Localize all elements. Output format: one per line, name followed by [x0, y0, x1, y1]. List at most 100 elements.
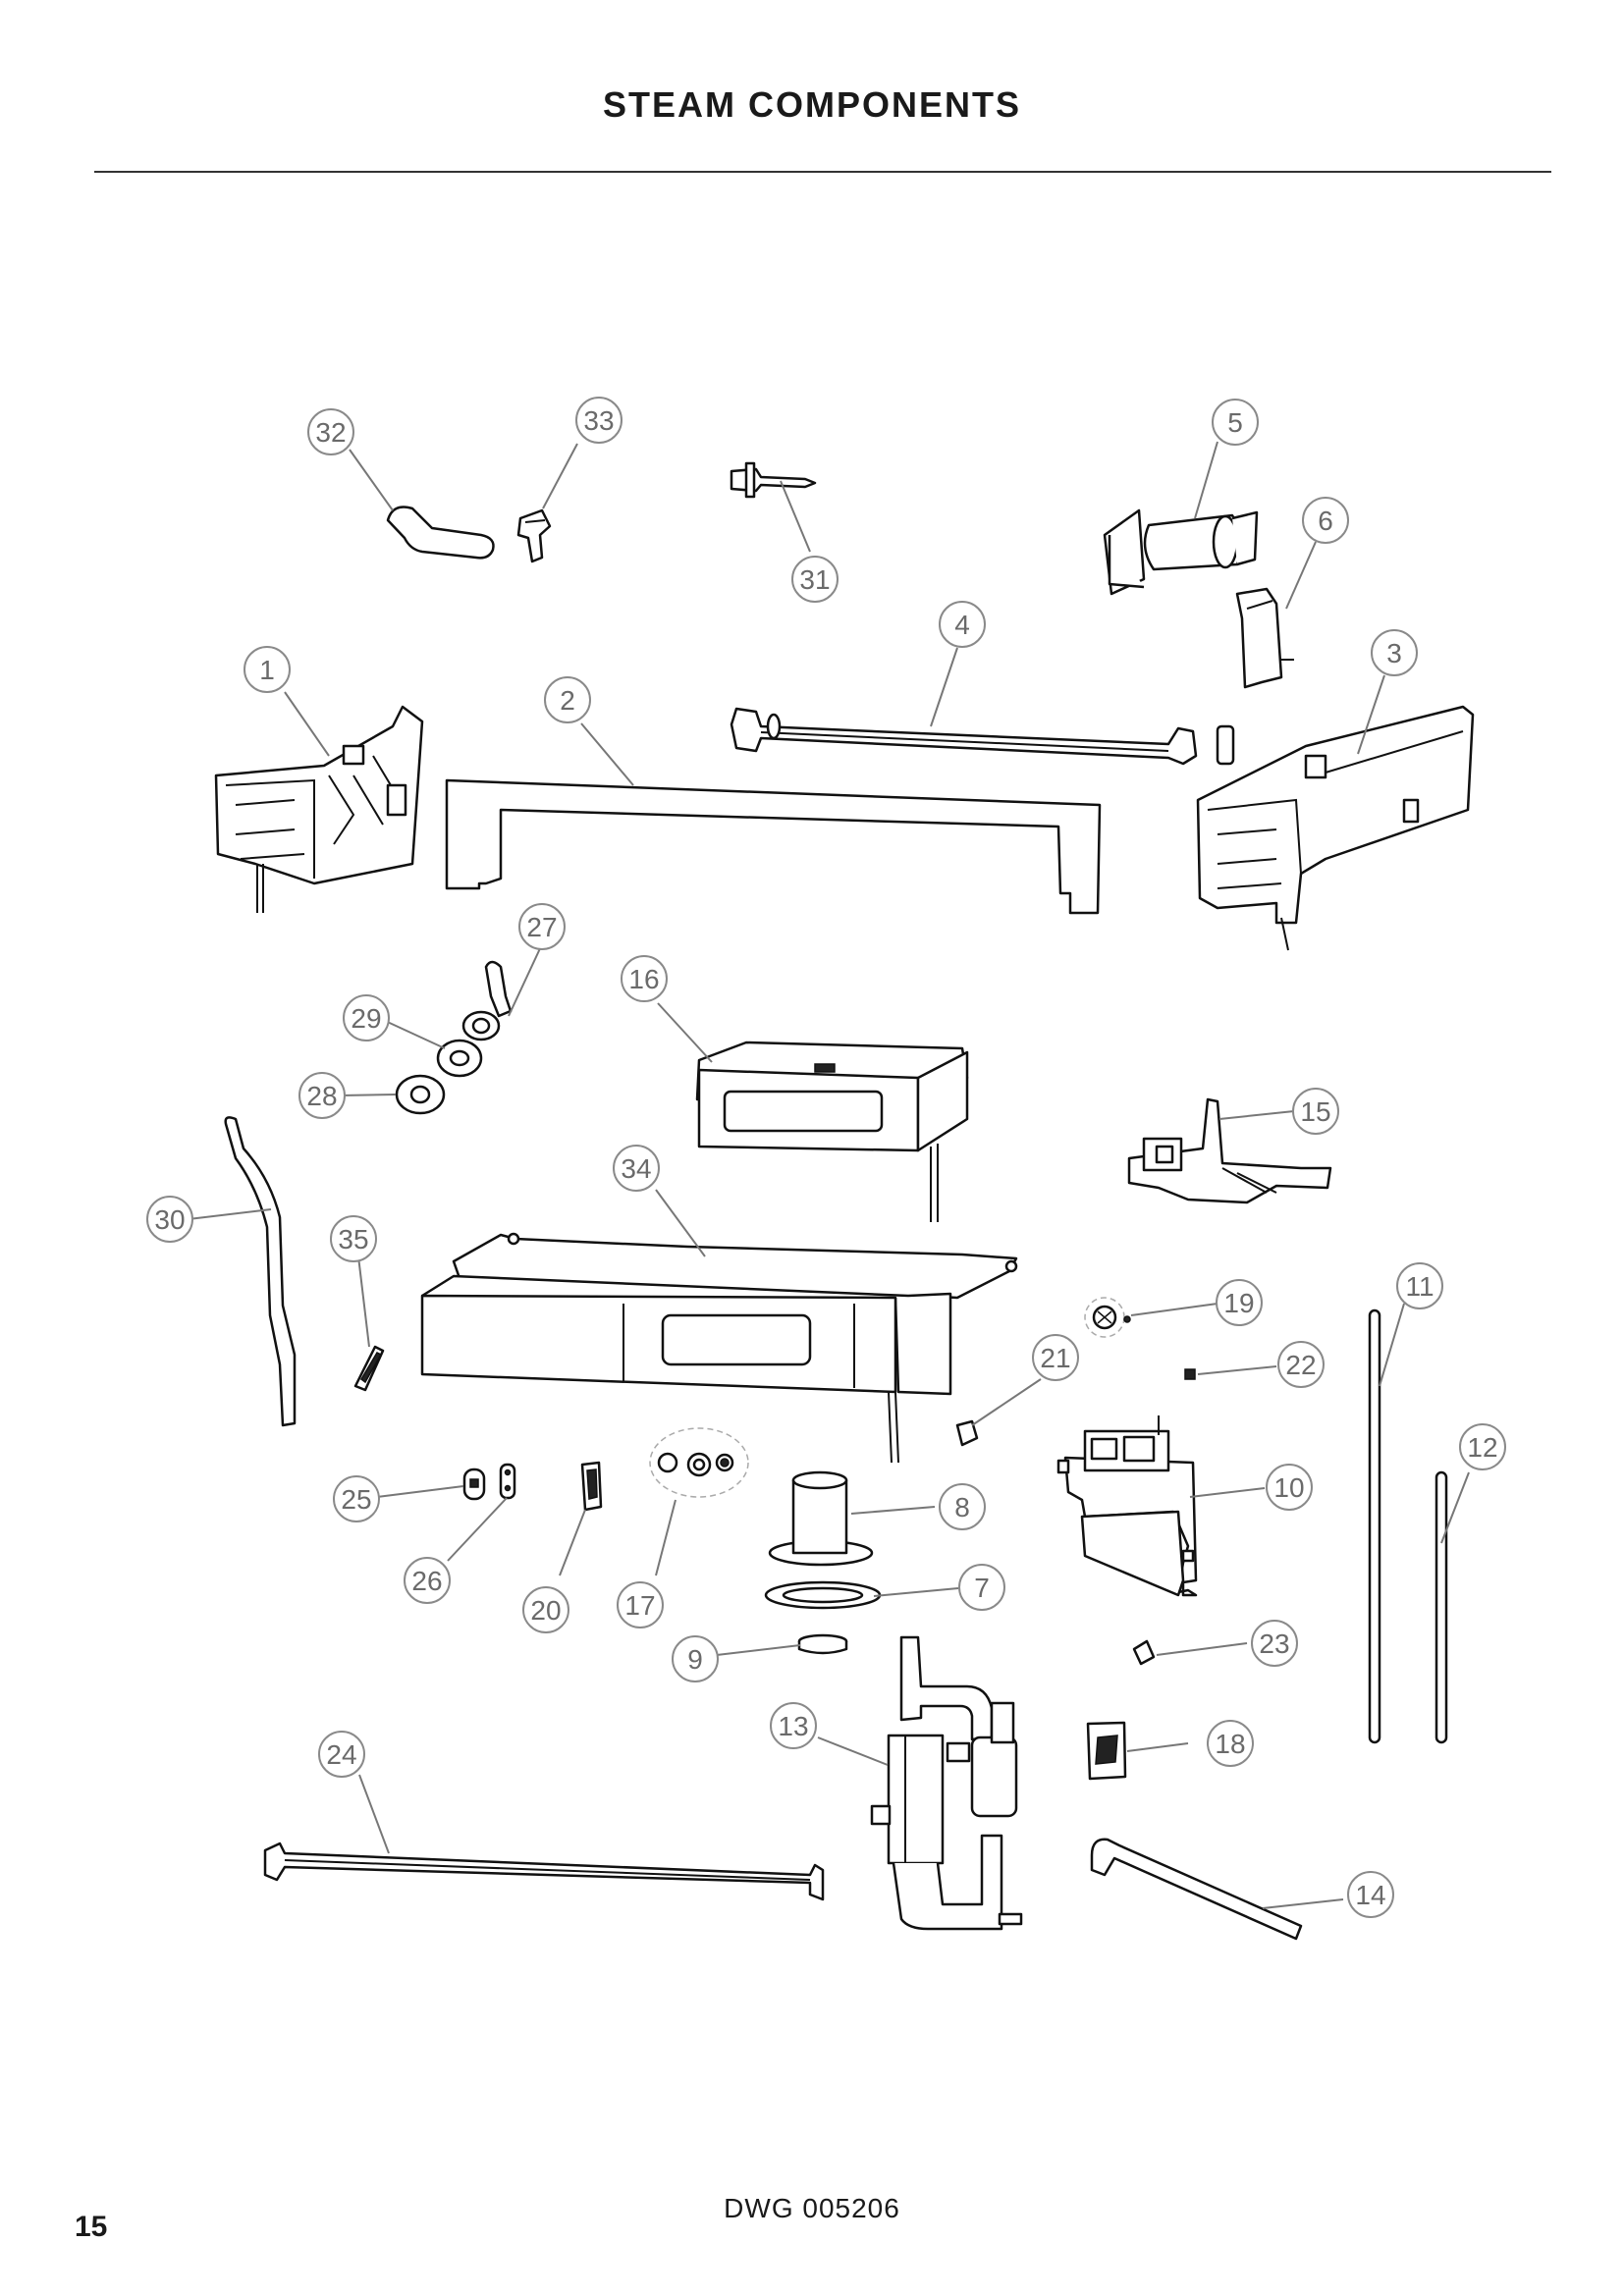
part-35-clip [353, 1345, 385, 1392]
svg-text:13: 13 [778, 1711, 808, 1741]
part-11-rod [1368, 1308, 1381, 1744]
svg-text:32: 32 [315, 417, 346, 448]
page-number: 15 [75, 2211, 108, 2243]
part-16-upper-steam-tray [695, 1041, 969, 1222]
callout-20: 20 [522, 1586, 569, 1633]
callout-27: 27 [518, 903, 566, 950]
svg-text:5: 5 [1227, 407, 1243, 438]
part-31-pin [730, 461, 817, 499]
callout-5: 5 [1212, 399, 1259, 446]
svg-text:24: 24 [326, 1739, 356, 1770]
svg-text:20: 20 [530, 1595, 561, 1626]
svg-text:6: 6 [1318, 506, 1333, 536]
svg-text:15: 15 [1300, 1096, 1330, 1127]
part-33-elbow-fitting [516, 508, 552, 563]
callout-2: 2 [544, 676, 591, 723]
callout-9: 9 [672, 1635, 719, 1682]
callout-17: 17 [617, 1581, 664, 1629]
part-18-control-board [1086, 1721, 1127, 1781]
callout-4: 4 [939, 601, 986, 648]
callout-15: 15 [1292, 1088, 1339, 1135]
svg-text:19: 19 [1223, 1288, 1254, 1318]
svg-text:22: 22 [1285, 1350, 1316, 1380]
part-26-strip [499, 1463, 516, 1500]
callout-25: 25 [333, 1475, 380, 1522]
svg-text:30: 30 [154, 1204, 185, 1235]
svg-text:34: 34 [621, 1153, 651, 1184]
callout-19: 19 [1216, 1279, 1263, 1326]
callout-12: 12 [1459, 1423, 1506, 1470]
callout-8: 8 [939, 1483, 986, 1530]
callout-3: 3 [1371, 629, 1418, 676]
callout-1: 1 [244, 646, 291, 693]
callout-10: 10 [1266, 1464, 1313, 1511]
part-5-motor [1103, 508, 1259, 596]
part-24-long-rail [263, 1842, 825, 1901]
svg-text:21: 21 [1040, 1343, 1070, 1373]
svg-text:25: 25 [341, 1484, 371, 1515]
svg-text:23: 23 [1259, 1629, 1289, 1659]
part-6-bracket [1235, 587, 1294, 689]
part-34-main-steam-tray [420, 1232, 1018, 1464]
part-23-clip [1132, 1639, 1156, 1666]
svg-text:1: 1 [259, 655, 275, 685]
callout-26: 26 [404, 1557, 451, 1604]
part-14-bent-tube [1090, 1838, 1303, 1941]
callout-11: 11 [1396, 1262, 1443, 1309]
callout-21: 21 [1032, 1334, 1079, 1381]
part-15-latch-bracket [1127, 1097, 1332, 1204]
callout-7: 7 [958, 1564, 1005, 1611]
part-29-flange [436, 1039, 483, 1078]
callout-30: 30 [146, 1196, 193, 1243]
svg-text:31: 31 [799, 564, 830, 595]
part-7-gasket [764, 1580, 882, 1610]
svg-text:16: 16 [628, 964, 659, 994]
part-21-small-clip [955, 1419, 979, 1447]
page-title: STEAM COMPONENTS [602, 84, 1021, 125]
part-25-grommet [462, 1468, 486, 1501]
callout-28: 28 [298, 1072, 346, 1119]
svg-text:9: 9 [687, 1644, 703, 1675]
callout-29: 29 [343, 994, 390, 1041]
callout-32: 32 [307, 408, 354, 455]
part-20-circuit-card [580, 1461, 603, 1512]
svg-text:8: 8 [954, 1492, 970, 1522]
callout-23: 23 [1251, 1620, 1298, 1667]
callout-24: 24 [318, 1731, 365, 1778]
callout-6: 6 [1302, 497, 1349, 544]
part-12-rod [1435, 1470, 1448, 1744]
callout-33: 33 [575, 397, 623, 444]
leader-lines [188, 441, 1470, 1909]
callout-35: 35 [330, 1215, 377, 1262]
svg-text:17: 17 [624, 1590, 655, 1621]
svg-text:27: 27 [526, 912, 557, 942]
svg-text:4: 4 [954, 610, 970, 640]
svg-text:12: 12 [1467, 1432, 1497, 1463]
callout-34: 34 [613, 1145, 660, 1192]
part-27-elbow-pipe [461, 960, 513, 1041]
part-2-front-frame [445, 778, 1102, 915]
svg-text:10: 10 [1273, 1472, 1304, 1503]
svg-text:7: 7 [974, 1573, 990, 1603]
callout-31: 31 [791, 556, 839, 603]
part-30-hose [224, 1116, 297, 1427]
callout-22: 22 [1277, 1341, 1325, 1388]
svg-text:18: 18 [1215, 1729, 1245, 1759]
svg-text:3: 3 [1386, 638, 1402, 668]
part-13-steam-generator [870, 1635, 1023, 1931]
svg-text:14: 14 [1355, 1880, 1385, 1910]
callout-16: 16 [621, 955, 668, 1002]
part-10-control-bracket [1056, 1415, 1198, 1597]
part-28-flange [395, 1074, 446, 1115]
part-32-bent-tube [386, 506, 495, 560]
callout-18: 18 [1207, 1720, 1254, 1767]
part-3-right-hinge-assembly [1196, 705, 1475, 951]
callout-14: 14 [1347, 1871, 1394, 1918]
svg-text:35: 35 [338, 1224, 368, 1255]
part-9-ring [797, 1633, 848, 1655]
part-8-chimney-flange [768, 1470, 874, 1567]
svg-text:26: 26 [411, 1566, 442, 1596]
title-rule [94, 171, 1551, 173]
svg-text:28: 28 [306, 1081, 337, 1111]
